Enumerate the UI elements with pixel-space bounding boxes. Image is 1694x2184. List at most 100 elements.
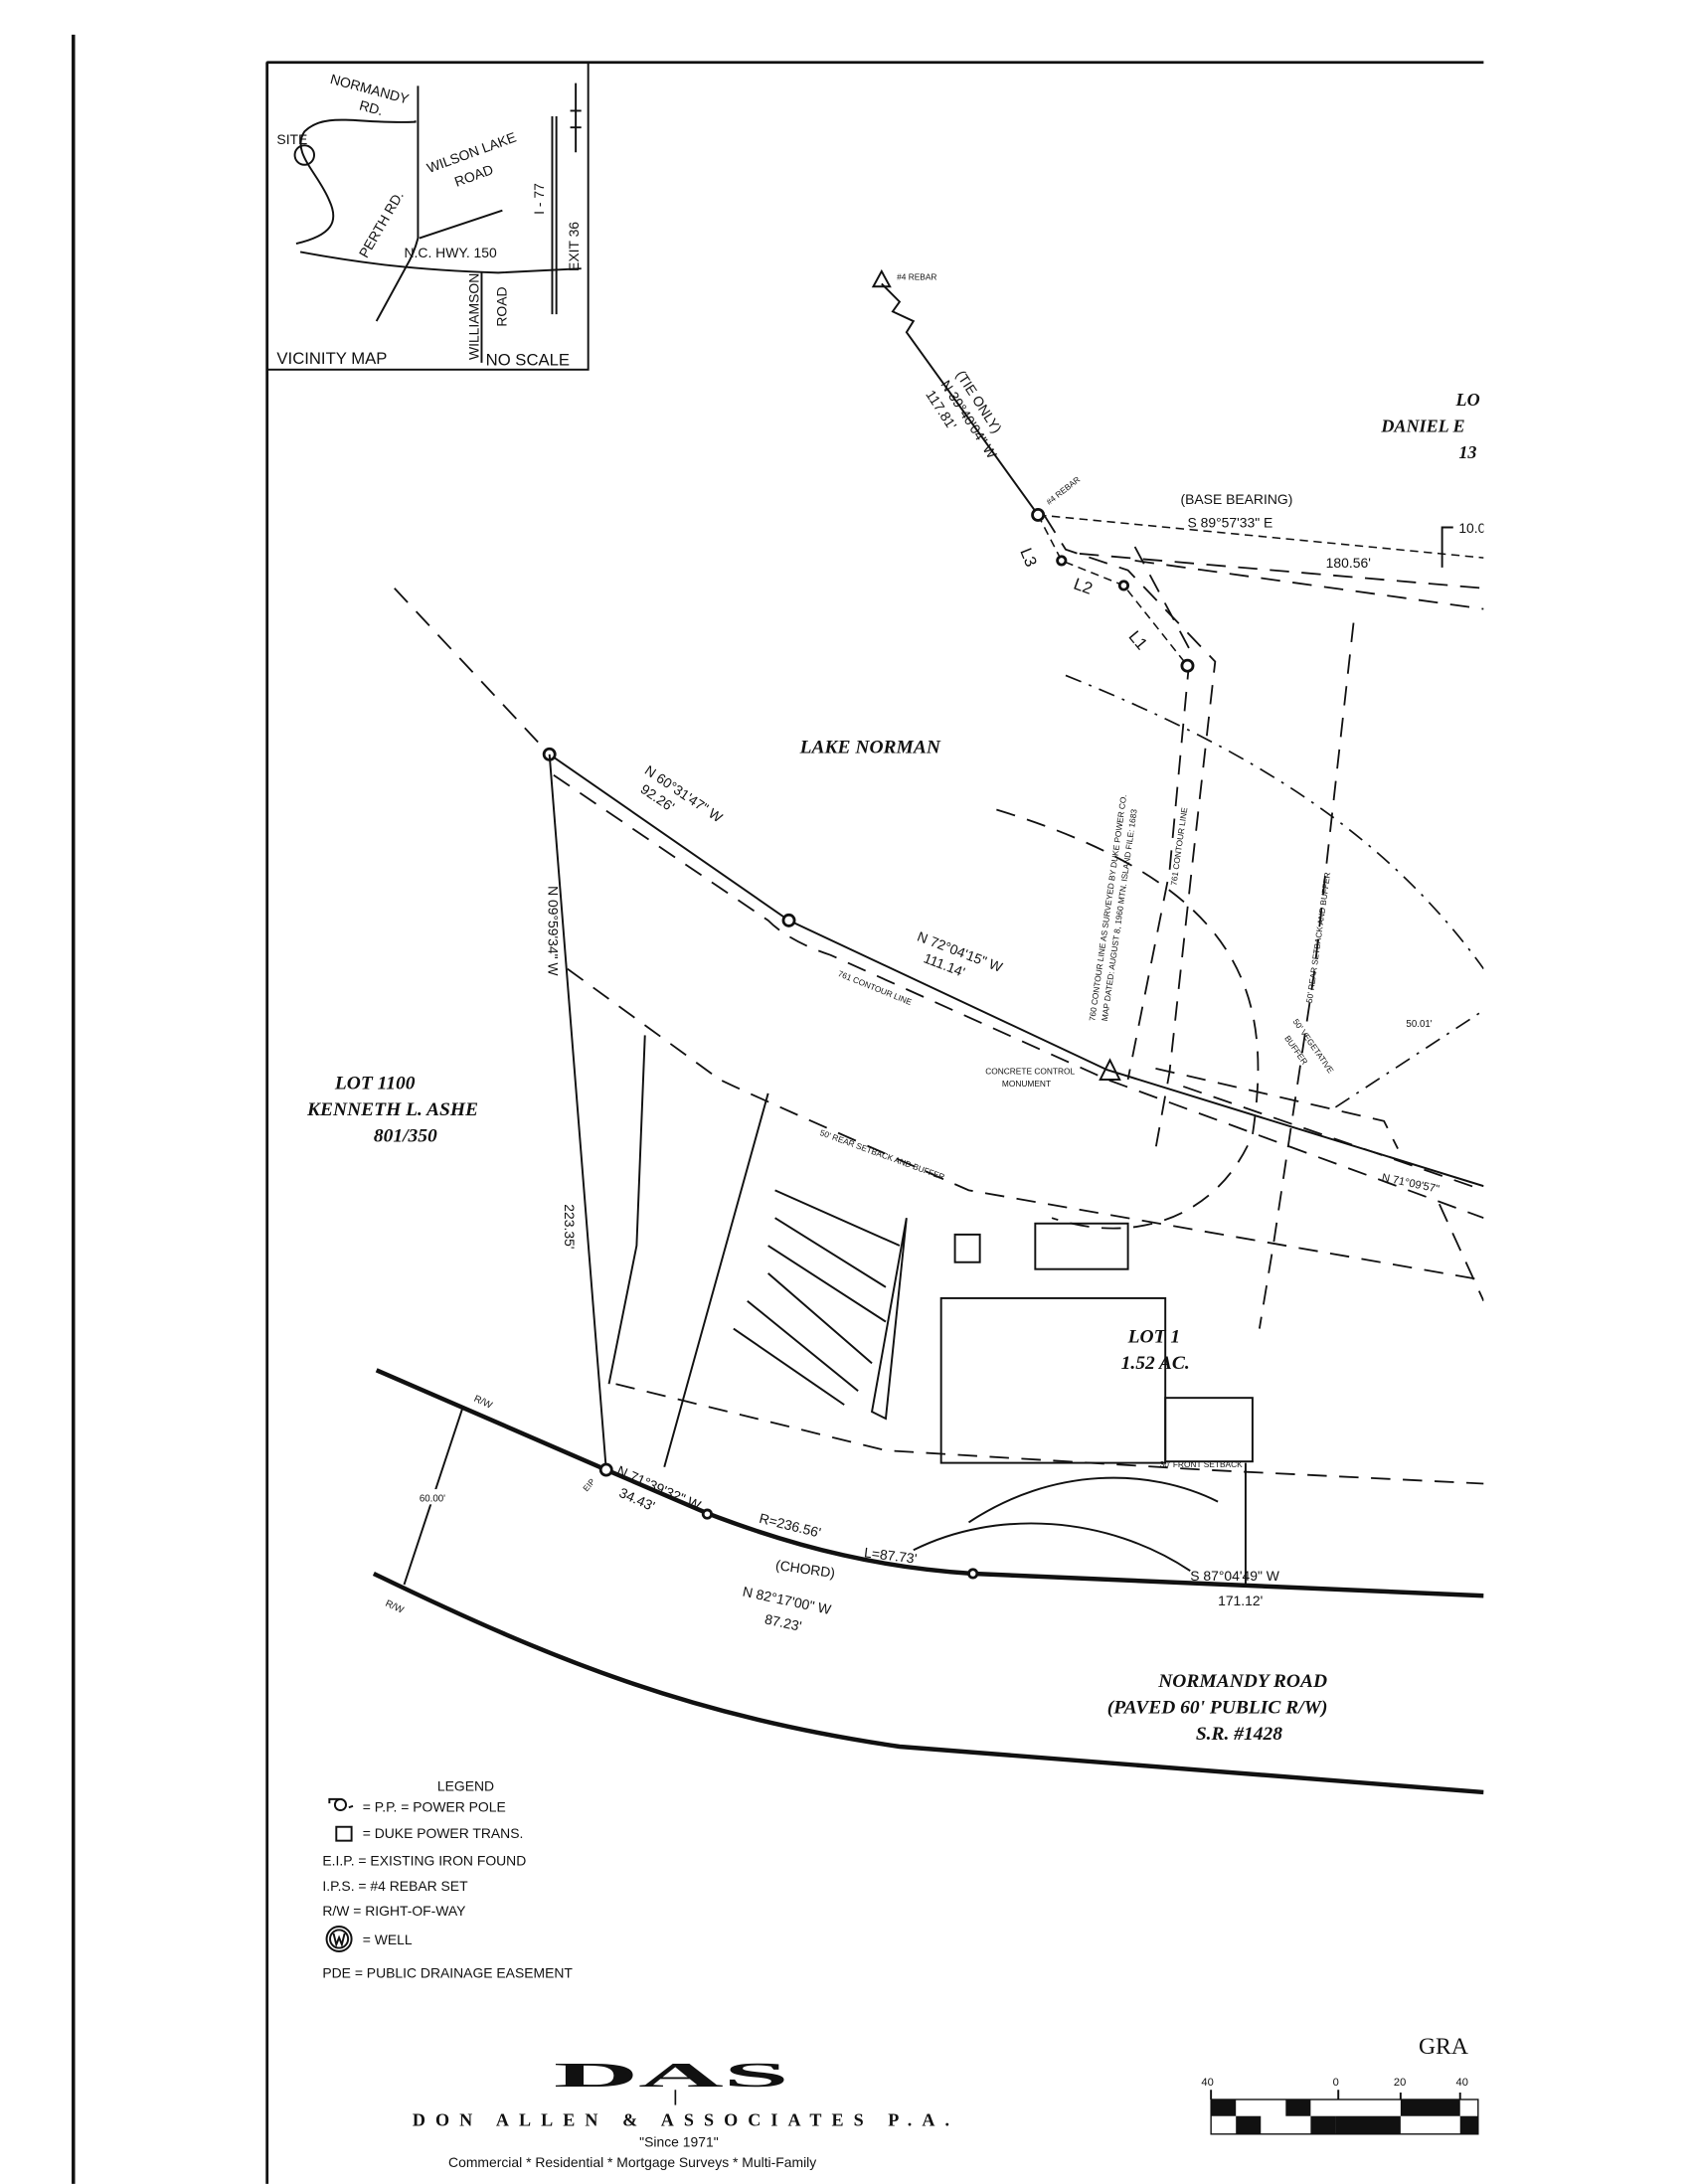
vm-road-exit36: EXIT 36 xyxy=(566,222,582,271)
lake-label: LAKE NORMAN xyxy=(799,737,941,757)
eip-point xyxy=(1180,658,1195,673)
adjoining-lot-3: 801/350 xyxy=(374,1126,437,1147)
vm-road-i77: I - 77 xyxy=(531,183,547,215)
vm-road-williamson: WILLIAMSON xyxy=(466,273,482,360)
logo-text: DAS xyxy=(554,2057,789,2096)
vm-site-label: SITE xyxy=(276,131,307,147)
well-icon xyxy=(325,1925,353,1953)
vm-road-hwy150: N.C. HWY. 150 xyxy=(405,245,498,260)
scale-tick-label: 0 xyxy=(1333,2077,1339,2089)
front-setback-label: 30' FRONT SETBACK xyxy=(1160,1459,1243,1469)
chord-distance: 87.23' xyxy=(763,1610,803,1633)
legend-title: LEGEND xyxy=(437,1778,494,1794)
contour-761 xyxy=(553,773,1484,1220)
monument-label-1: CONCRETE CONTROL xyxy=(985,1066,1075,1076)
lot-label: LOT 1 xyxy=(1127,1326,1181,1347)
legend-item: I.P.S. = #4 REBAR SET xyxy=(322,1878,468,1894)
corner-rebar-label: #4 REBAR xyxy=(1044,474,1082,507)
das-logo: DAS xyxy=(554,2057,789,2105)
company-name: DON ALLEN & ASSOCIATES P.A. xyxy=(413,2109,949,2129)
rebar-triangle-icon xyxy=(871,268,892,288)
vm-title: VICINITY MAP xyxy=(276,349,387,368)
company-services: Commercial * Residential * Mortgage Surv… xyxy=(448,2154,816,2170)
square-icon xyxy=(335,1825,353,1842)
line-label-l2: L2 xyxy=(1072,575,1096,598)
scale-tick-label: 40 xyxy=(1456,2077,1468,2089)
shed xyxy=(1034,1222,1129,1270)
adjoining-lot-2: KENNETH L. ASHE xyxy=(306,1099,478,1120)
west-boundary xyxy=(548,754,607,1470)
eip-point xyxy=(781,913,796,927)
legend-item: R/W = RIGHT-OF-WAY xyxy=(322,1903,465,1919)
eip-point xyxy=(598,1462,613,1477)
legend-item: PDE = PUBLIC DRAINAGE EASEMENT xyxy=(322,1964,573,1980)
road-name: NORMANDY ROAD xyxy=(1157,1671,1327,1692)
base-bearing: S 89°57'33" E xyxy=(1187,515,1272,531)
graphic-scale: GRA 40 0 20 40 xyxy=(1201,2034,1479,2135)
vicinity-map: NORMANDY RD. WILSON LAKE ROAD PERTH RD. … xyxy=(265,61,590,371)
chord-label: (CHORD) xyxy=(774,1557,836,1581)
base-distance: 180.56' xyxy=(1326,555,1371,571)
buffer-distance: 50.01' xyxy=(1406,1019,1432,1030)
adjoining-lot-partial-3: 13 xyxy=(1458,442,1476,462)
scale-tick-label: 40 xyxy=(1201,2077,1213,2089)
vm-road-williamson-road: ROAD xyxy=(494,286,510,326)
adjoining-lot-1: LOT 1100 xyxy=(334,1074,416,1094)
adjoining-lot-partial-1: LO xyxy=(1455,390,1480,410)
lake-dashed-line xyxy=(394,588,551,756)
north-right-of-way xyxy=(375,1368,1484,1598)
rw-label-south: R/W xyxy=(384,1598,407,1616)
site-marker xyxy=(293,144,315,166)
north-arrow-icon xyxy=(570,83,582,153)
legend-item: E.I.P. = EXISTING IRON FOUND xyxy=(322,1853,526,1869)
north-boundary xyxy=(549,754,1484,1188)
south-bearing: S 87°04'49" W xyxy=(1190,1568,1280,1584)
front-setback-line xyxy=(615,1383,1484,1485)
line-label-l1: L1 xyxy=(1125,627,1151,653)
east-bearing-partial: N 71°09'57" xyxy=(1381,1172,1440,1196)
company-block: DAS DON ALLEN & ASSOCIATES P.A. "Since 1… xyxy=(413,2057,949,2171)
lot-area: 1.52 AC. xyxy=(1121,1353,1190,1374)
west-bearing: N 09°59'34" W xyxy=(545,886,561,976)
vm-road-perth: PERTH RD. xyxy=(356,188,407,260)
adjoining-lot-partial-2: DANIEL E xyxy=(1380,416,1464,435)
south-distance: 171.12' xyxy=(1218,1593,1263,1608)
rear-setback-label: 50' REAR SETBACK AND BUFFER xyxy=(818,1127,945,1182)
base-bearing-label: (BASE BEARING) xyxy=(1181,491,1293,507)
row-width: 60.00' xyxy=(420,1494,445,1505)
rw-label-north: R/W xyxy=(472,1394,495,1412)
south-right-of-way xyxy=(372,1571,1484,1795)
scale-tick-label: 20 xyxy=(1394,2077,1406,2089)
survey-point xyxy=(1117,580,1129,591)
road-number: S.R. #1428 xyxy=(1196,1724,1282,1745)
west-distance: 223.35' xyxy=(562,1204,578,1249)
power-pole-icon xyxy=(328,1797,354,1811)
rebar-point xyxy=(1031,508,1046,522)
line-label-l3: L3 xyxy=(1016,546,1041,570)
vm-no-scale: NO SCALE xyxy=(486,351,570,370)
monument-label-2: MONUMENT xyxy=(1002,1079,1051,1089)
survey-point xyxy=(1056,555,1068,567)
curve-length: L=87.73' xyxy=(863,1544,918,1566)
tie-rebar-label: #4 REBAR xyxy=(897,271,936,281)
base-bearing-line xyxy=(1038,514,1484,559)
eip-label: EIP xyxy=(581,1476,597,1493)
legend-item: = WELL xyxy=(363,1932,413,1947)
contour-761-vertical-label: 761 CONTOUR LINE xyxy=(1168,806,1189,886)
transformer xyxy=(953,1233,981,1263)
company-since: "Since 1971" xyxy=(639,2133,719,2149)
survey-point xyxy=(701,1508,713,1520)
chord-bearing: N 82°17'00" W xyxy=(742,1584,834,1618)
legend: LEGEND = P.P. = POWER POLE = DUKE POWER … xyxy=(322,1778,573,1981)
offset-partial: 10.0 xyxy=(1458,520,1485,536)
survey-point xyxy=(967,1568,979,1580)
rear-setback-line xyxy=(567,967,1484,1281)
legend-item: = P.P. = POWER POLE xyxy=(363,1798,506,1814)
road-description: (PAVED 60' PUBLIC R/W) xyxy=(1107,1698,1328,1719)
vm-road-rd: RD. xyxy=(358,97,385,119)
house xyxy=(939,1296,1167,1464)
legend-item: = DUKE POWER TRANS. xyxy=(363,1825,524,1841)
graphic-scale-title: GRA xyxy=(1419,2034,1468,2060)
tie-line xyxy=(881,282,1039,516)
rear-setback-vertical-label: 50' REAR SETBACK AND BUFFER xyxy=(1304,872,1332,1004)
